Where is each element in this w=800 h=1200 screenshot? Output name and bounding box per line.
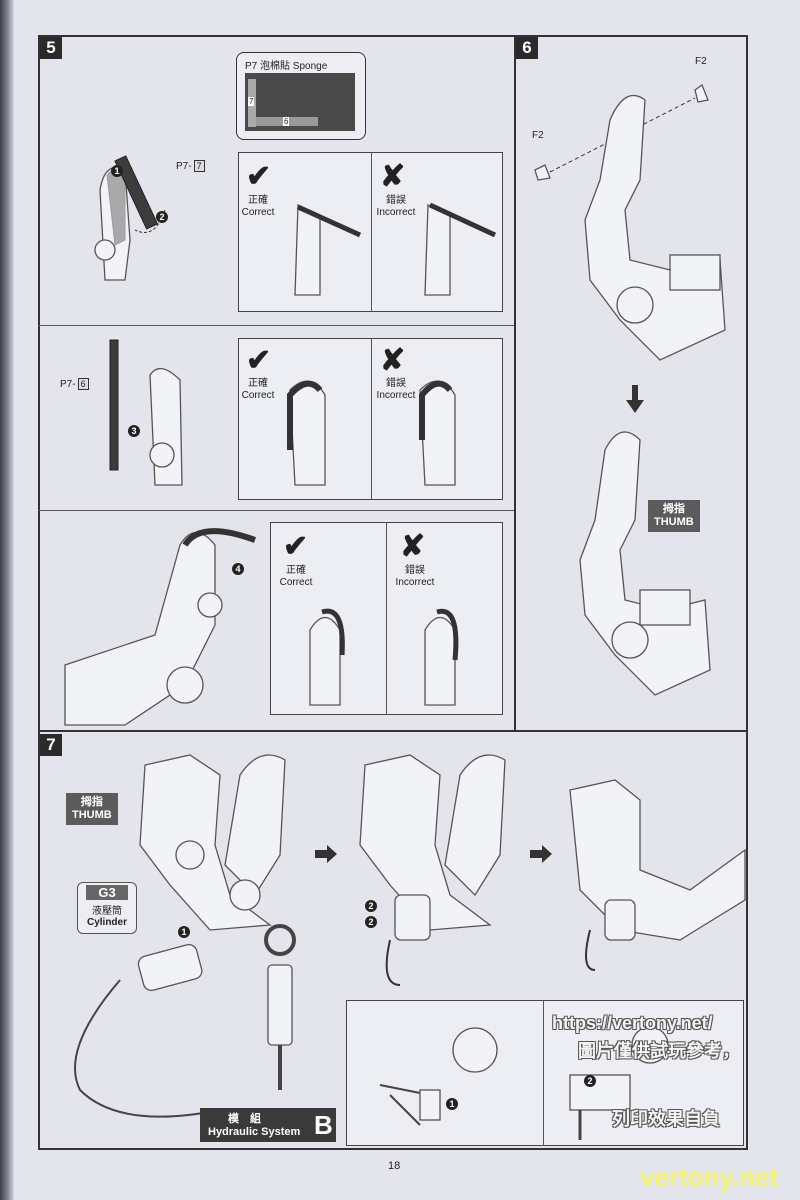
correct-incorrect-comparison <box>238 338 503 500</box>
sponge-sheet: P7 泡棉貼 Sponge 7 6 <box>236 52 366 140</box>
cross-icon: ✘ <box>400 530 426 563</box>
watermark-line-2: 列印效果自負 <box>612 1109 720 1129</box>
incorrect-drawing <box>424 202 497 296</box>
detail-drawing-left <box>379 1027 498 1126</box>
cross-icon: ✘ <box>380 344 406 377</box>
finger-part-drawing <box>109 339 183 486</box>
watermark-line-1: 圖片僅供試玩參考， <box>578 1041 740 1061</box>
detail-inset <box>346 1000 744 1146</box>
part-label: P7-6 <box>60 378 89 390</box>
hand-drawing-before <box>534 83 726 361</box>
arrow-down-icon <box>626 385 644 413</box>
callout-3: 3 <box>128 425 140 437</box>
hydraulic-system-module-label: 模 組 Hydraulic System B <box>200 1108 336 1142</box>
correct-drawing <box>287 380 326 486</box>
arrow-right-icon <box>530 845 552 863</box>
correct-incorrect-comparison <box>238 152 503 312</box>
hydraulic-cylinder-drawing <box>74 924 296 1118</box>
sponge-part-7: 7 <box>248 97 255 106</box>
callout-1: 1 <box>111 165 123 177</box>
callout-1: 1 <box>178 926 190 938</box>
hand-drawing-stage-3 <box>569 779 746 971</box>
part-label-f2: F2 <box>695 56 707 67</box>
hand-drawing-stage-1 <box>139 754 286 931</box>
check-icon: ✔ <box>246 160 272 193</box>
watermark-site: vertony.net <box>640 1162 779 1192</box>
part-label-f2: F2 <box>532 130 544 141</box>
cylinder-part-label: G3 液壓筒 Cylinder <box>77 882 137 934</box>
cross-icon: ✘ <box>380 160 406 193</box>
sponge-sheet-title: P7 泡棉貼 Sponge <box>245 61 328 72</box>
step-number: 6 <box>516 37 538 59</box>
page-number: 18 <box>388 1160 401 1172</box>
hand-drawing-stage-2 <box>359 754 506 986</box>
callout-4: 4 <box>232 563 244 575</box>
step-number: 5 <box>40 37 62 59</box>
page-binding-edge <box>0 0 14 1200</box>
callout-2: 2 <box>365 916 377 928</box>
callout-2: 2 <box>365 900 377 912</box>
step-number: 7 <box>40 734 62 756</box>
finger-part-drawing <box>94 155 166 281</box>
incorrect-drawing <box>419 380 456 486</box>
callout-1: 1 <box>446 1098 458 1110</box>
callout-2: 2 <box>584 1075 596 1087</box>
check-icon: ✔ <box>283 530 309 563</box>
check-icon: ✔ <box>246 344 272 377</box>
step-7-panel <box>38 730 748 1150</box>
callout-2: 2 <box>156 211 168 223</box>
detail-drawing-right <box>569 1026 669 1140</box>
arrow-right-icon <box>315 845 337 863</box>
correct-drawing <box>294 204 362 296</box>
incorrect-drawing <box>424 608 459 706</box>
sponge-part-6: 6 <box>283 117 290 126</box>
hand-assembly-drawing <box>64 528 257 726</box>
watermark-url: https://vertony.net/ <box>552 1013 713 1033</box>
hand-drawing-after <box>579 431 711 696</box>
part-label: P7-7 <box>176 160 205 172</box>
correct-drawing <box>309 608 345 706</box>
